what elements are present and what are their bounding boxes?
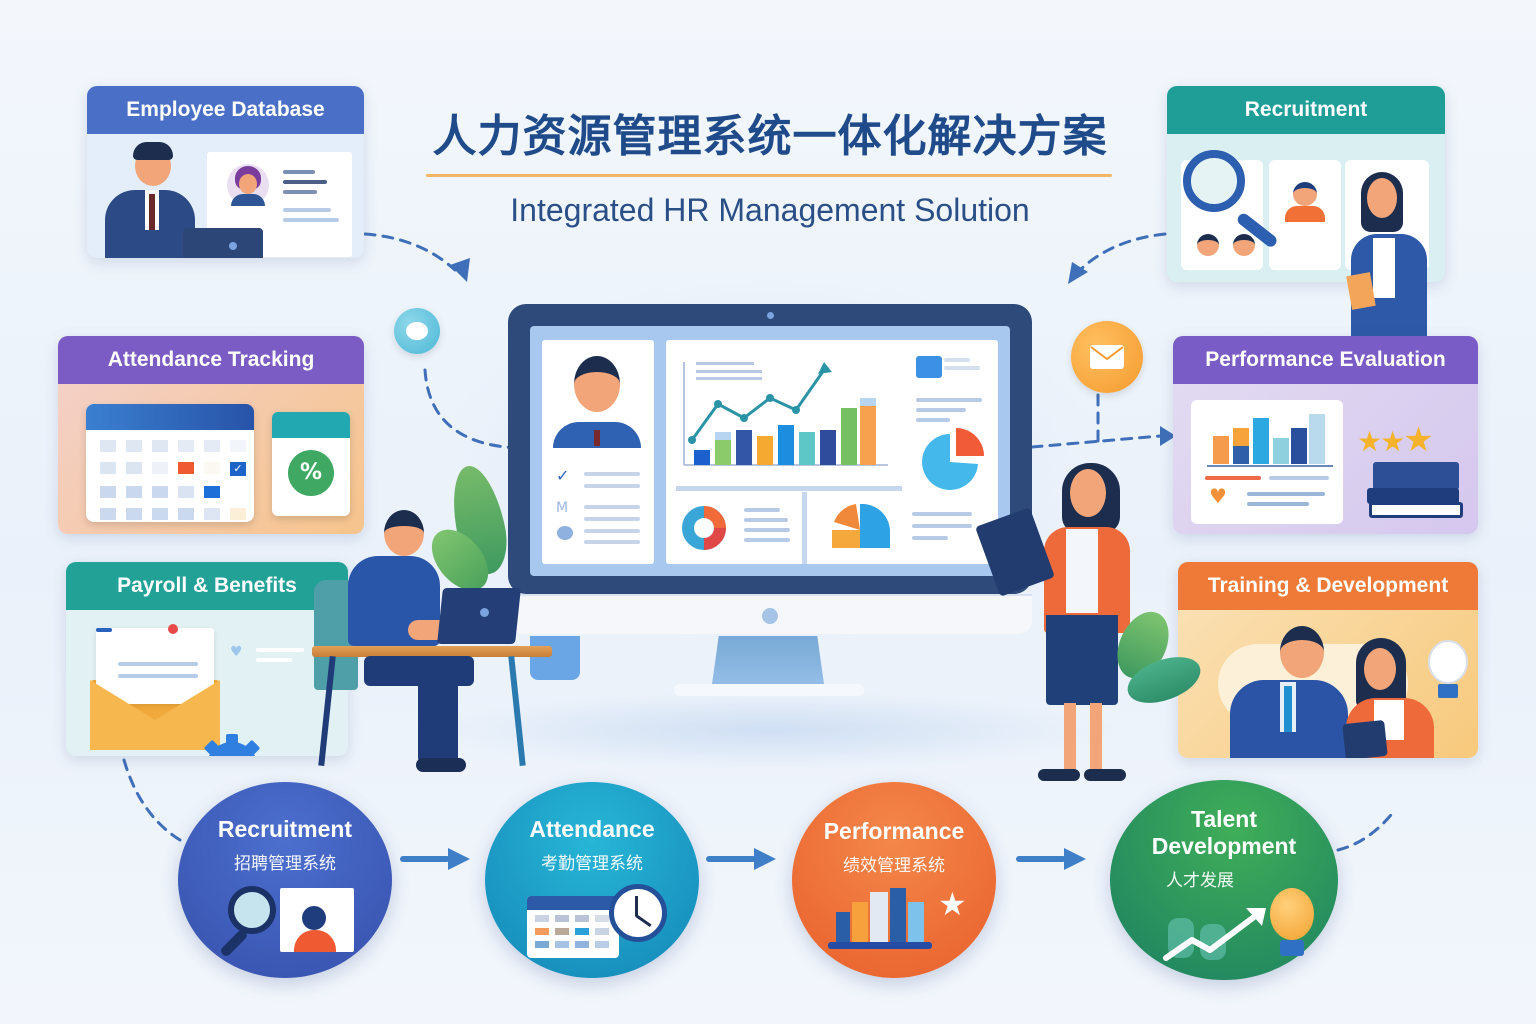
card-payroll-benefits[interactable]: Payroll & Benefits ♥ bbox=[66, 562, 348, 756]
card-recruitment-header: Recruitment bbox=[1167, 86, 1445, 134]
card-attendance-tracking-header: Attendance Tracking bbox=[58, 336, 364, 384]
card-performance-evaluation-header: Performance Evaluation bbox=[1173, 336, 1478, 384]
arrow-right-icon bbox=[1016, 846, 1088, 876]
growth-lightbulb-icon bbox=[1162, 888, 1332, 972]
arrow-right-icon bbox=[706, 846, 778, 876]
legend-swatch bbox=[916, 356, 942, 378]
chart-divider bbox=[676, 486, 902, 491]
step-performance-cn-label: 绩效管理系统 bbox=[843, 856, 945, 876]
profile-avatar-icon bbox=[574, 356, 620, 412]
step-recruitment-label: Recruitment bbox=[217, 816, 353, 842]
page-title-english: Integrated HR Management Solution bbox=[510, 192, 1030, 228]
step-talent-label-line2: Development bbox=[1151, 833, 1297, 859]
employee-at-laptop-profile-icon bbox=[87, 134, 364, 258]
half-pie-chart bbox=[832, 504, 890, 548]
robot-bubble-icon bbox=[394, 308, 440, 354]
step-recruitment[interactable]: Recruitment 招聘管理系统 bbox=[178, 782, 392, 978]
monitor-stand bbox=[712, 636, 824, 684]
line-bar-chart bbox=[683, 362, 888, 466]
monitor-camera-dot bbox=[767, 312, 774, 319]
mentoring-lightbulb-icon bbox=[1178, 610, 1478, 758]
monitor-base bbox=[674, 684, 864, 696]
card-attendance-tracking[interactable]: Attendance Tracking ✓ % bbox=[58, 336, 364, 534]
card-employee-database-header: Employee Database bbox=[87, 86, 364, 134]
envelope-gear-icon: ♥ bbox=[66, 610, 348, 756]
bar-chart-star-icon: ★ bbox=[826, 888, 976, 958]
check-icon: ✓ bbox=[556, 466, 570, 485]
card-performance-evaluation[interactable]: Performance Evaluation ♥ ★★★ bbox=[1173, 336, 1478, 534]
profile-tie bbox=[594, 430, 600, 446]
title-divider bbox=[426, 174, 1112, 177]
calendar-clock-icon bbox=[527, 884, 677, 964]
step-talent-label-line1: Talent bbox=[1190, 806, 1258, 832]
page-title-chinese: 人力资源管理系统一体化解决方案 bbox=[432, 111, 1108, 162]
step-talent-cn-label: 人才发展 bbox=[1166, 871, 1234, 891]
step-attendance-label: Attendance bbox=[529, 816, 655, 842]
group-icon bbox=[557, 526, 573, 540]
card-payroll-benefits-header: Payroll & Benefits bbox=[66, 562, 348, 610]
step-attendance-cn-label: 考勤管理系统 bbox=[541, 854, 643, 874]
mail-bubble-icon bbox=[1071, 321, 1143, 393]
card-employee-database[interactable]: Employee Database bbox=[87, 86, 364, 258]
step-attendance[interactable]: Attendance 考勤管理系统 bbox=[485, 782, 699, 978]
step-performance-label: Performance bbox=[823, 818, 965, 844]
magnifier-candidates-icon bbox=[1167, 134, 1445, 384]
bar-chart-stars-books-icon: ♥ ★★★ bbox=[1173, 384, 1478, 534]
card-recruitment[interactable]: Recruitment bbox=[1167, 86, 1445, 384]
step-performance[interactable]: Performance 绩效管理系统 ★ bbox=[792, 782, 996, 978]
man-at-laptop-desk bbox=[300, 490, 560, 780]
magnifier-profile-icon bbox=[219, 882, 358, 966]
chart-divider-vertical bbox=[802, 492, 807, 564]
step-recruitment-cn-label: 招聘管理系统 bbox=[234, 854, 336, 874]
card-training-development[interactable]: Training & Development bbox=[1178, 562, 1478, 758]
donut-chart bbox=[682, 506, 726, 550]
mail-glyph-icon: M bbox=[556, 500, 569, 516]
monitor-power-dot bbox=[762, 608, 778, 624]
floor-shadow bbox=[420, 690, 1120, 770]
woman-with-clipboard bbox=[975, 455, 1180, 795]
arrow-right-icon bbox=[400, 846, 472, 876]
pie-chart bbox=[922, 428, 984, 490]
calendar-checkmark-icon: ✓ % bbox=[58, 384, 364, 534]
step-talent-development[interactable]: Talent Development 人才发展 bbox=[1110, 780, 1338, 980]
plant-pot bbox=[530, 636, 580, 680]
card-training-development-header: Training & Development bbox=[1178, 562, 1478, 610]
